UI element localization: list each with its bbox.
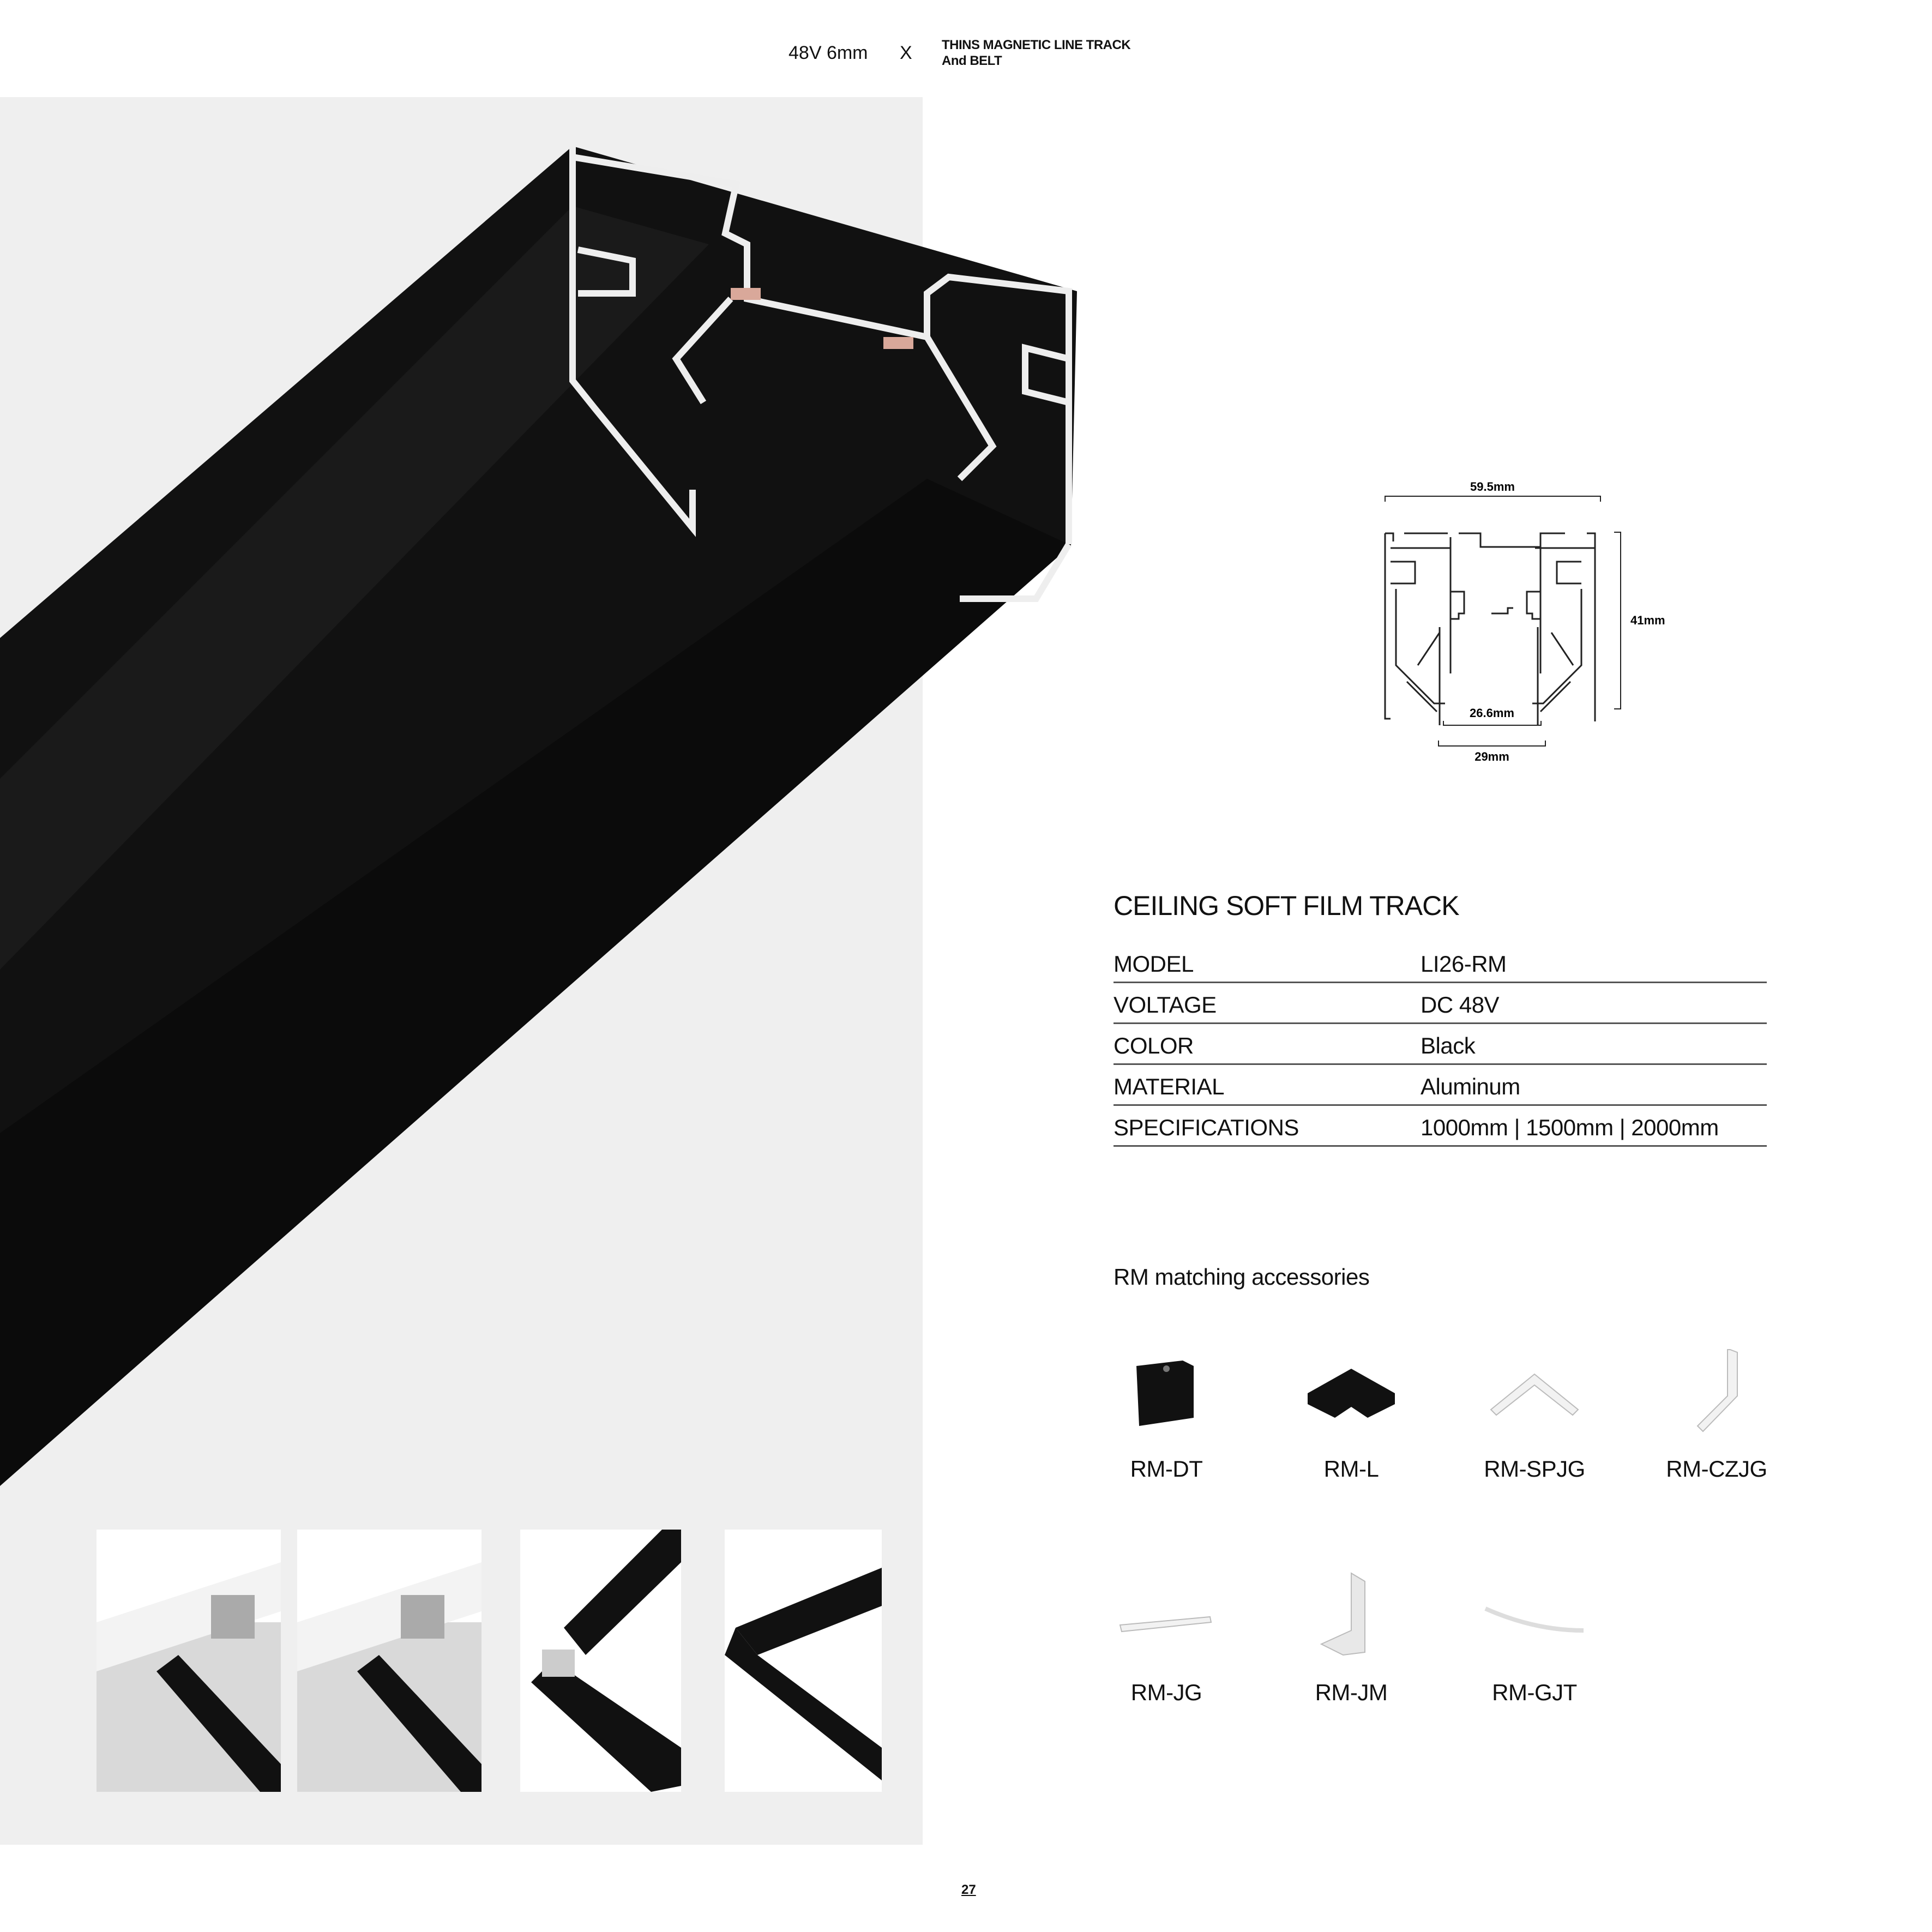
inner-width-dimension: 26.6mm: [1470, 706, 1514, 720]
spec-value: LI26-RM: [1421, 951, 1507, 977]
install-photo-1: [97, 1530, 281, 1792]
accessory-label: RM-JM: [1315, 1680, 1388, 1705]
install-photo-2: [297, 1530, 482, 1792]
end-cap-icon: [1136, 1361, 1194, 1426]
accessory-label: RM-L: [1323, 1456, 1379, 1482]
opening-width-dimension: 29mm: [1474, 750, 1509, 763]
accessories-title: RM matching accessories: [1114, 1264, 1370, 1290]
product-title: CEILING SOFT FILM TRACK: [1114, 890, 1460, 921]
accessory-rm-czjg: RM-CZJG: [1635, 1347, 1798, 1482]
accessory-label: RM-CZJG: [1666, 1456, 1767, 1482]
angle-bracket-icon: [1320, 1572, 1365, 1656]
product-line-name-2: And BELT: [942, 53, 1002, 68]
spec-value: 1000mm | 1500mm | 2000mm: [1421, 1115, 1719, 1140]
accessory-rm-jg: RM-JG: [1085, 1570, 1248, 1706]
track-hero-image: [0, 146, 1077, 1486]
spec-key: VOLTAGE: [1114, 992, 1217, 1018]
accessory-rm-l: RM-L: [1269, 1347, 1433, 1482]
spec-row-specifications: SPECIFICATIONS 1000mm | 1500mm | 2000mm: [1114, 1105, 1767, 1147]
vertical-corner-plate-icon: [1696, 1349, 1738, 1433]
series-label: 48V 6mm: [789, 43, 868, 63]
spec-key: MATERIAL: [1114, 1074, 1224, 1099]
accessory-rm-spjg: RM-SPJG: [1453, 1347, 1616, 1482]
curved-strip-icon: [1484, 1606, 1584, 1633]
accessory-rm-dt: RM-DT: [1085, 1347, 1248, 1482]
spec-row-material: MATERIAL Aluminum: [1114, 1064, 1767, 1106]
accessory-label: RM-GJT: [1492, 1680, 1577, 1705]
accessory-rm-gjt: RM-GJT: [1453, 1570, 1616, 1706]
product-line-name: THINS MAGNETIC LINE TRACK And BELT: [942, 37, 1131, 69]
spec-key: MODEL: [1114, 951, 1194, 977]
separator: X: [900, 43, 912, 63]
spec-row-voltage: VOLTAGE DC 48V: [1114, 983, 1767, 1024]
straight-plate-icon: [1119, 1616, 1212, 1633]
spec-value: Black: [1421, 1033, 1476, 1058]
accessory-label: RM-JG: [1130, 1680, 1202, 1705]
l-connector-icon: [1308, 1369, 1395, 1418]
page-number: 27: [961, 1882, 976, 1897]
cross-section-diagram: 59.5mm 41mm 26.6mm 29mm: [1384, 480, 1665, 763]
install-photo-3: [520, 1530, 681, 1792]
accessory-label: RM-DT: [1130, 1456, 1203, 1482]
flat-corner-plate-icon: [1490, 1373, 1579, 1416]
spec-key: COLOR: [1114, 1033, 1194, 1058]
spec-value: Aluminum: [1421, 1074, 1520, 1099]
accessory-rm-jm: RM-JM: [1269, 1570, 1433, 1706]
spec-row-model: MODEL LI26-RM: [1114, 942, 1767, 983]
accessory-label: RM-SPJG: [1484, 1456, 1585, 1482]
spec-value: DC 48V: [1421, 992, 1500, 1018]
width-dimension: 59.5mm: [1470, 480, 1515, 493]
spec-key: SPECIFICATIONS: [1114, 1115, 1299, 1140]
install-photo-4: [725, 1530, 882, 1792]
product-line-name-1: THINS MAGNETIC LINE TRACK: [942, 38, 1131, 52]
spec-row-color: COLOR Black: [1114, 1024, 1767, 1065]
height-dimension: 41mm: [1630, 613, 1665, 627]
